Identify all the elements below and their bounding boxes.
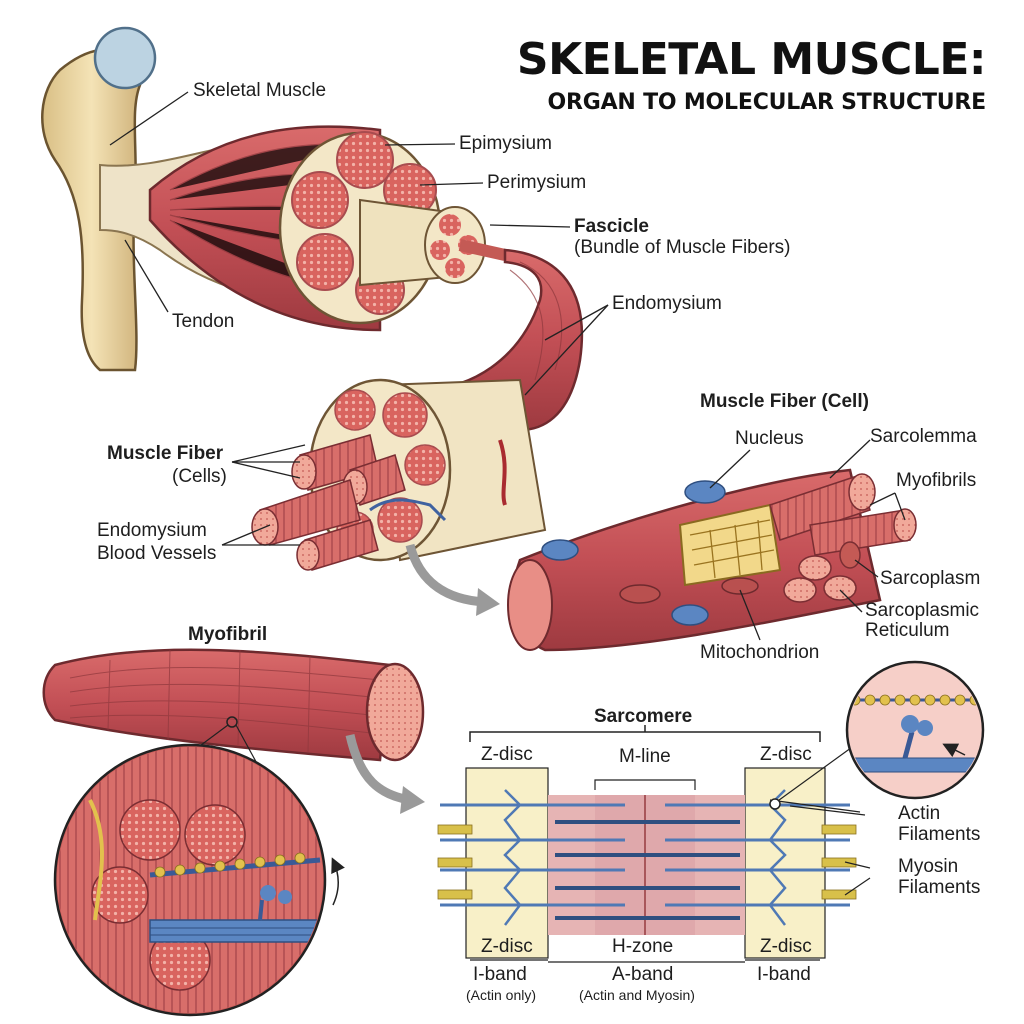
fascicle xyxy=(359,198,507,287)
label-fascicle-sub: (Bundle of Muscle Fibers) xyxy=(574,237,791,258)
label-muscle-fiber-sub: (Cells) xyxy=(172,466,227,487)
label-actin-1: Actin xyxy=(898,803,941,824)
page-subtitle: ORGAN TO MOLECULAR STRUCTURE xyxy=(547,90,986,115)
label-myofibrils: Myofibrils xyxy=(896,470,977,491)
arrow-to-sarcomere xyxy=(345,734,411,805)
label-nucleus: Nucleus xyxy=(735,428,804,449)
zoom-inset-myofibril xyxy=(53,716,345,1017)
label-h-zone: H-zone xyxy=(612,936,674,957)
label-mitochondrion: Mitochondrion xyxy=(700,642,820,663)
label-sarcolemma: Sarcolemma xyxy=(870,426,977,447)
label-z-disc-bottom-left: Z-disc xyxy=(481,936,533,957)
label-muscle-fiber-cell: Muscle Fiber (Cell) xyxy=(700,391,869,412)
bone xyxy=(41,26,157,372)
leader-lines xyxy=(109,91,906,641)
label-skeletal-muscle: Skeletal Muscle xyxy=(193,80,327,101)
label-myosin-2: Filaments xyxy=(898,877,981,898)
myofibril-segment xyxy=(42,648,425,762)
label-a-band: A-band xyxy=(612,964,674,985)
arrow-to-fiber xyxy=(405,543,486,607)
label-m-line: M-line xyxy=(619,746,671,767)
label-endomysium-bv-1: Endomysium xyxy=(97,520,207,541)
label-fascicle: Fascicle xyxy=(574,216,649,237)
label-sarcomere: Sarcomere xyxy=(594,706,693,727)
fascicle-cross-section xyxy=(251,378,547,571)
label-sr-1: Sarcoplasmic xyxy=(865,600,980,621)
page-title: SKELETAL MUSCLE: xyxy=(516,34,987,85)
label-perimysium: Perimysium xyxy=(487,172,587,193)
label-sarcoplasm: Sarcoplasm xyxy=(880,568,981,589)
label-endomysium: Endomysium xyxy=(612,293,722,314)
muscle-fiber-cell xyxy=(507,468,917,652)
label-i-band-right: I-band xyxy=(757,964,811,985)
label-myosin-1: Myosin xyxy=(898,856,959,877)
label-actin-2: Filaments xyxy=(898,824,981,845)
label-i-band-sub: (Actin only) xyxy=(466,987,537,1003)
label-muscle-fiber: Muscle Fiber xyxy=(107,443,224,464)
label-z-disc-top-right: Z-disc xyxy=(760,744,812,765)
label-i-band-left: I-band xyxy=(473,964,527,985)
sarcomere-diagram xyxy=(437,725,871,963)
label-endomysium-bv-2: Blood Vessels xyxy=(97,543,217,564)
label-epimysium: Epimysium xyxy=(459,133,552,154)
label-z-disc-bottom-right: Z-disc xyxy=(760,936,812,957)
label-a-band-sub: (Actin and Myosin) xyxy=(579,987,695,1003)
label-z-disc-top-left: Z-disc xyxy=(481,744,533,765)
label-tendon: Tendon xyxy=(172,311,235,332)
label-myofibril: Myofibril xyxy=(188,624,268,645)
zoom-inset-crossbridge xyxy=(769,660,985,810)
label-sr-2: Reticulum xyxy=(865,620,950,641)
